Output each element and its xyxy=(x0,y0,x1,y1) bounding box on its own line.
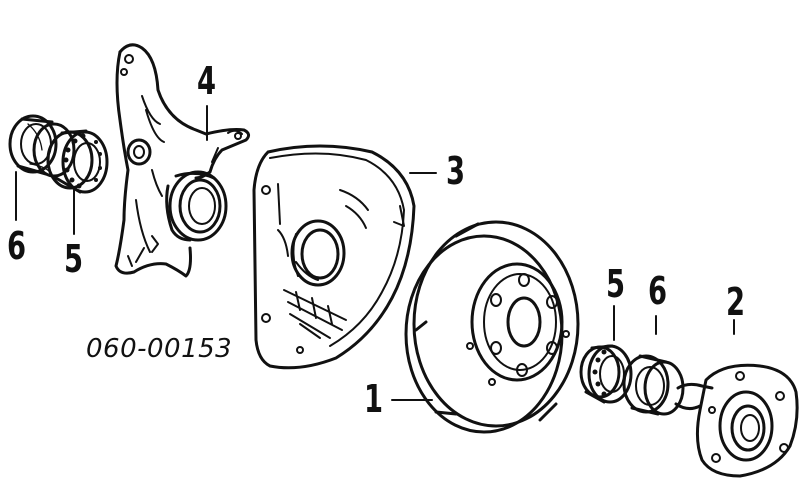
bearing-race-right xyxy=(622,354,685,416)
steering-knuckle xyxy=(114,43,251,278)
part-number-label: 060-00153 xyxy=(86,334,233,364)
bearing-left xyxy=(46,129,109,194)
brake-disc xyxy=(404,220,580,434)
bearing-race-left xyxy=(8,114,76,178)
callout-race-left: 6 xyxy=(7,224,27,268)
callout-bearing-right: 5 xyxy=(606,262,626,306)
bearing-right xyxy=(579,344,633,404)
callout-race-right: 6 xyxy=(648,269,668,313)
callout-disc: 1 xyxy=(364,377,384,421)
wheel-hub xyxy=(674,363,799,478)
callout-bearing-left: 5 xyxy=(64,237,84,281)
callout-knuckle: 4 xyxy=(197,59,217,103)
callout-dust-shield: 3 xyxy=(446,149,466,193)
callout-hub: 2 xyxy=(726,280,746,324)
dust-shield xyxy=(252,144,416,370)
